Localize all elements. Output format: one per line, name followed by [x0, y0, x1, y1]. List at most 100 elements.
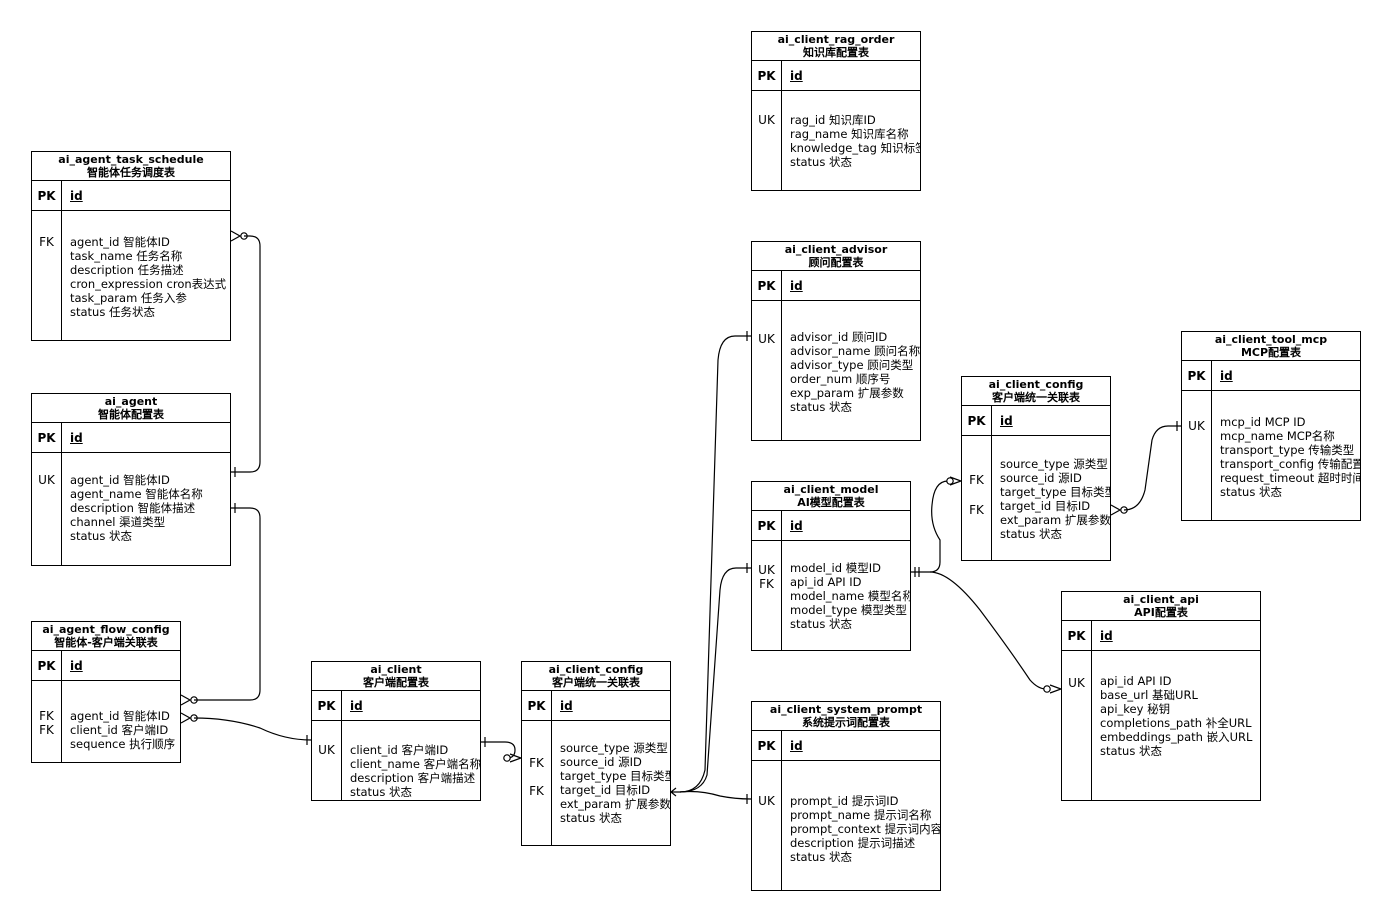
field-row: transport_type 传输类型	[1220, 443, 1355, 457]
primary-key-field: id	[70, 189, 83, 203]
many-marker	[230, 230, 242, 242]
field-row: agent_id 智能体ID	[70, 473, 170, 487]
table-subtitle: 系统提示词配置表	[802, 716, 890, 729]
field-row: order_num 顺序号	[790, 372, 891, 386]
field-row: base_url 基础URL	[1100, 688, 1198, 702]
field-row: status 状态	[350, 785, 412, 799]
field-row: status 状态	[70, 529, 132, 543]
key-label: FK	[529, 784, 544, 798]
field-row: status 状态	[790, 155, 852, 169]
relationship-client-config	[481, 741, 516, 759]
field-row: status 状态	[790, 617, 852, 631]
zero-marker	[1043, 685, 1051, 693]
zero-marker	[190, 696, 198, 704]
primary-key-field: id	[1220, 369, 1233, 383]
field-row: client_id 客户端ID	[70, 723, 169, 737]
field-row: completions_path 补全URL	[1100, 716, 1252, 730]
primary-key-field: id	[790, 279, 803, 293]
field-row: description 客户端描述	[350, 771, 476, 785]
field-row: prompt_name 提示词名称	[790, 808, 932, 822]
key-label: UK	[758, 332, 775, 346]
key-column-divider	[752, 61, 782, 90]
table-name: ai_client_config	[988, 378, 1084, 391]
primary-key-field: id	[70, 659, 83, 673]
zero-marker	[240, 232, 248, 240]
primary-key-field: id	[560, 699, 573, 713]
table-subtitle: 客户端配置表	[363, 676, 429, 689]
field-row: task_name 任务名称	[70, 249, 183, 263]
many-marker	[1049, 684, 1063, 694]
table-subtitle: 智能体任务调度表	[87, 166, 175, 179]
field-row: channel 渠道类型	[70, 515, 166, 529]
field-row: knowledge_tag 知识标签	[790, 141, 921, 155]
field-row: agent_id 智能体ID	[70, 709, 170, 723]
table-subtitle: 智能体配置表	[98, 408, 164, 421]
relationship-model-config	[911, 480, 949, 573]
field-row: rag_id 知识库ID	[790, 113, 876, 127]
table-name: ai_agent_task_schedule	[58, 153, 204, 166]
table-name: ai_agent	[104, 395, 158, 408]
key-column-divider	[962, 436, 992, 560]
field-row: agent_id 智能体ID	[70, 235, 170, 249]
primary-key-label: PK	[37, 431, 56, 445]
table-subtitle: API配置表	[1134, 606, 1188, 619]
primary-key-label: PK	[37, 659, 56, 673]
relationship-task-schedule-agent	[231, 235, 261, 473]
primary-key-field: id	[70, 431, 83, 445]
key-label: FK	[39, 709, 54, 723]
table-name: ai_client	[370, 663, 422, 676]
table-name: ai_client_tool_mcp	[1214, 333, 1328, 346]
field-row: ext_param 扩展参数	[1000, 513, 1111, 527]
key-column-divider	[32, 681, 62, 762]
primary-key-label: PK	[37, 189, 56, 203]
many-marker	[670, 787, 680, 797]
table-subtitle: 智能体-客户端关联表	[54, 636, 158, 649]
key-label: UK	[38, 473, 55, 487]
primary-key-label: PK	[757, 519, 776, 533]
key-label: FK	[39, 235, 54, 249]
primary-key-field: id	[790, 739, 803, 753]
field-row: task_param 任务入参	[70, 291, 187, 305]
field-row: status 状态	[1100, 744, 1162, 758]
primary-key-label: PK	[527, 699, 546, 713]
field-row: target_id 目标ID	[560, 783, 651, 797]
field-row: target_id 目标ID	[1000, 499, 1091, 513]
table-name: ai_client_model	[783, 483, 879, 496]
key-label: UK	[1188, 419, 1205, 433]
field-row: rag_name 知识库名称	[790, 127, 909, 141]
key-label: UK	[1068, 676, 1085, 690]
relationship-config-model	[679, 567, 751, 793]
key-label: UK	[318, 743, 335, 757]
zero-marker	[1120, 506, 1128, 514]
